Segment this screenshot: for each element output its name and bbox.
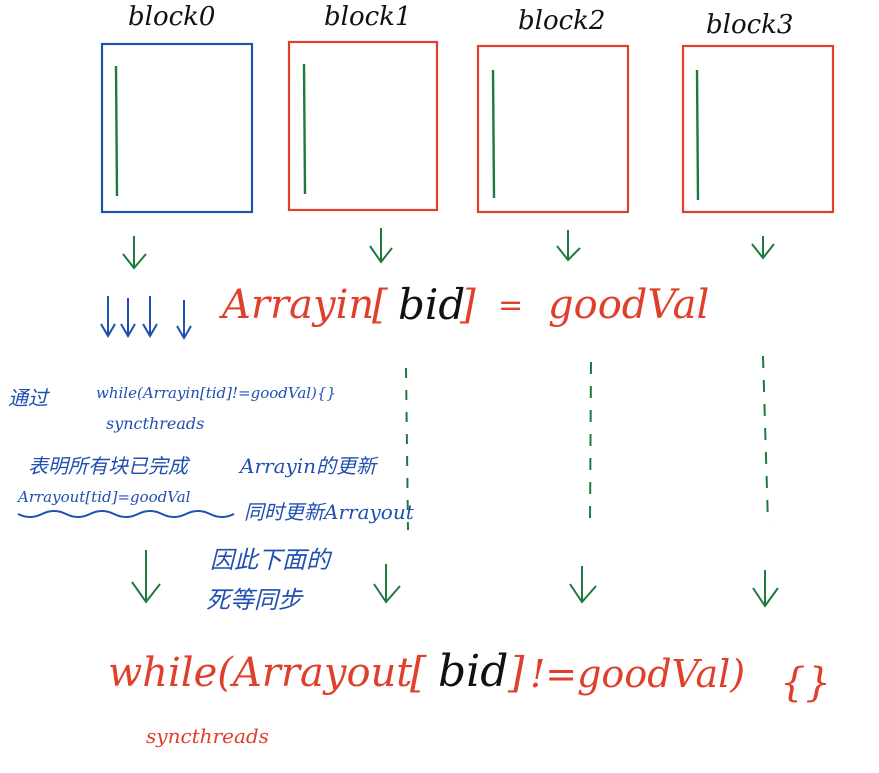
note-tongguo: 通过 [8, 386, 48, 410]
bottom-while-arrayout: while(Arrayout [108, 650, 413, 696]
note-arrayin-updated: Arrayin的更新 [240, 454, 377, 478]
arrow-down-icon [751, 236, 775, 260]
wavy-underline [17, 510, 235, 518]
arrow-down-icon [373, 564, 401, 604]
arrayin-goodval: goodVal [548, 282, 710, 328]
thread-arrows-icon [100, 296, 192, 340]
arrow-down-icon [569, 566, 597, 604]
arrow-down-icon [369, 228, 393, 264]
block3-box [681, 44, 835, 214]
note-while-arrayin: while(Arrayin[tid]!=goodVal){} [96, 384, 336, 402]
note-syncthreads-1: syncthreads [106, 414, 205, 433]
block2-thread-line [491, 69, 496, 199]
block3-dashed-line [762, 355, 769, 525]
arrayin-equals: = [498, 288, 524, 323]
bottom-braces: {} [780, 660, 831, 706]
note-therefore-2: 死等同步 [206, 586, 302, 614]
arrow-down-icon [752, 570, 779, 608]
block1-dashed-line [405, 367, 409, 531]
block0-label: block0 [128, 2, 216, 32]
arrow-down-icon [556, 230, 581, 262]
arrow-down-icon [131, 550, 161, 604]
block2-label: block2 [518, 6, 606, 36]
arrow-down-icon [122, 236, 147, 270]
bottom-rest: !=goodVal) [530, 652, 746, 696]
block1-thread-line [302, 63, 307, 195]
block3-thread-line [695, 69, 700, 201]
block0-box [100, 42, 254, 214]
block1-label: block1 [324, 2, 412, 32]
arrayin-bid: bid [398, 280, 466, 329]
block1-box [287, 40, 439, 212]
block2-box [476, 44, 630, 214]
note-update-arrayout: 同时更新Arrayout [244, 500, 414, 524]
block0-thread-line [114, 65, 119, 197]
arrayin-bracket-open: [ [372, 282, 388, 328]
note-therefore-1: 因此下面的 [210, 546, 330, 574]
block3-label: block3 [706, 10, 794, 40]
arrayin-text: Arrayin [222, 282, 375, 328]
bottom-bracket-open: [ [410, 648, 427, 697]
note-biaoming: 表明所有块已完成 [28, 454, 188, 478]
bottom-bracket-close: ] [508, 648, 525, 697]
bottom-bid: bid [438, 646, 509, 697]
block2-dashed-line [589, 361, 592, 525]
bottom-syncthreads: syncthreads [146, 724, 269, 748]
arrayin-bracket-close: ] [460, 282, 476, 328]
note-arrayout-assign: Arrayout[tid]=goodVal [18, 488, 191, 506]
